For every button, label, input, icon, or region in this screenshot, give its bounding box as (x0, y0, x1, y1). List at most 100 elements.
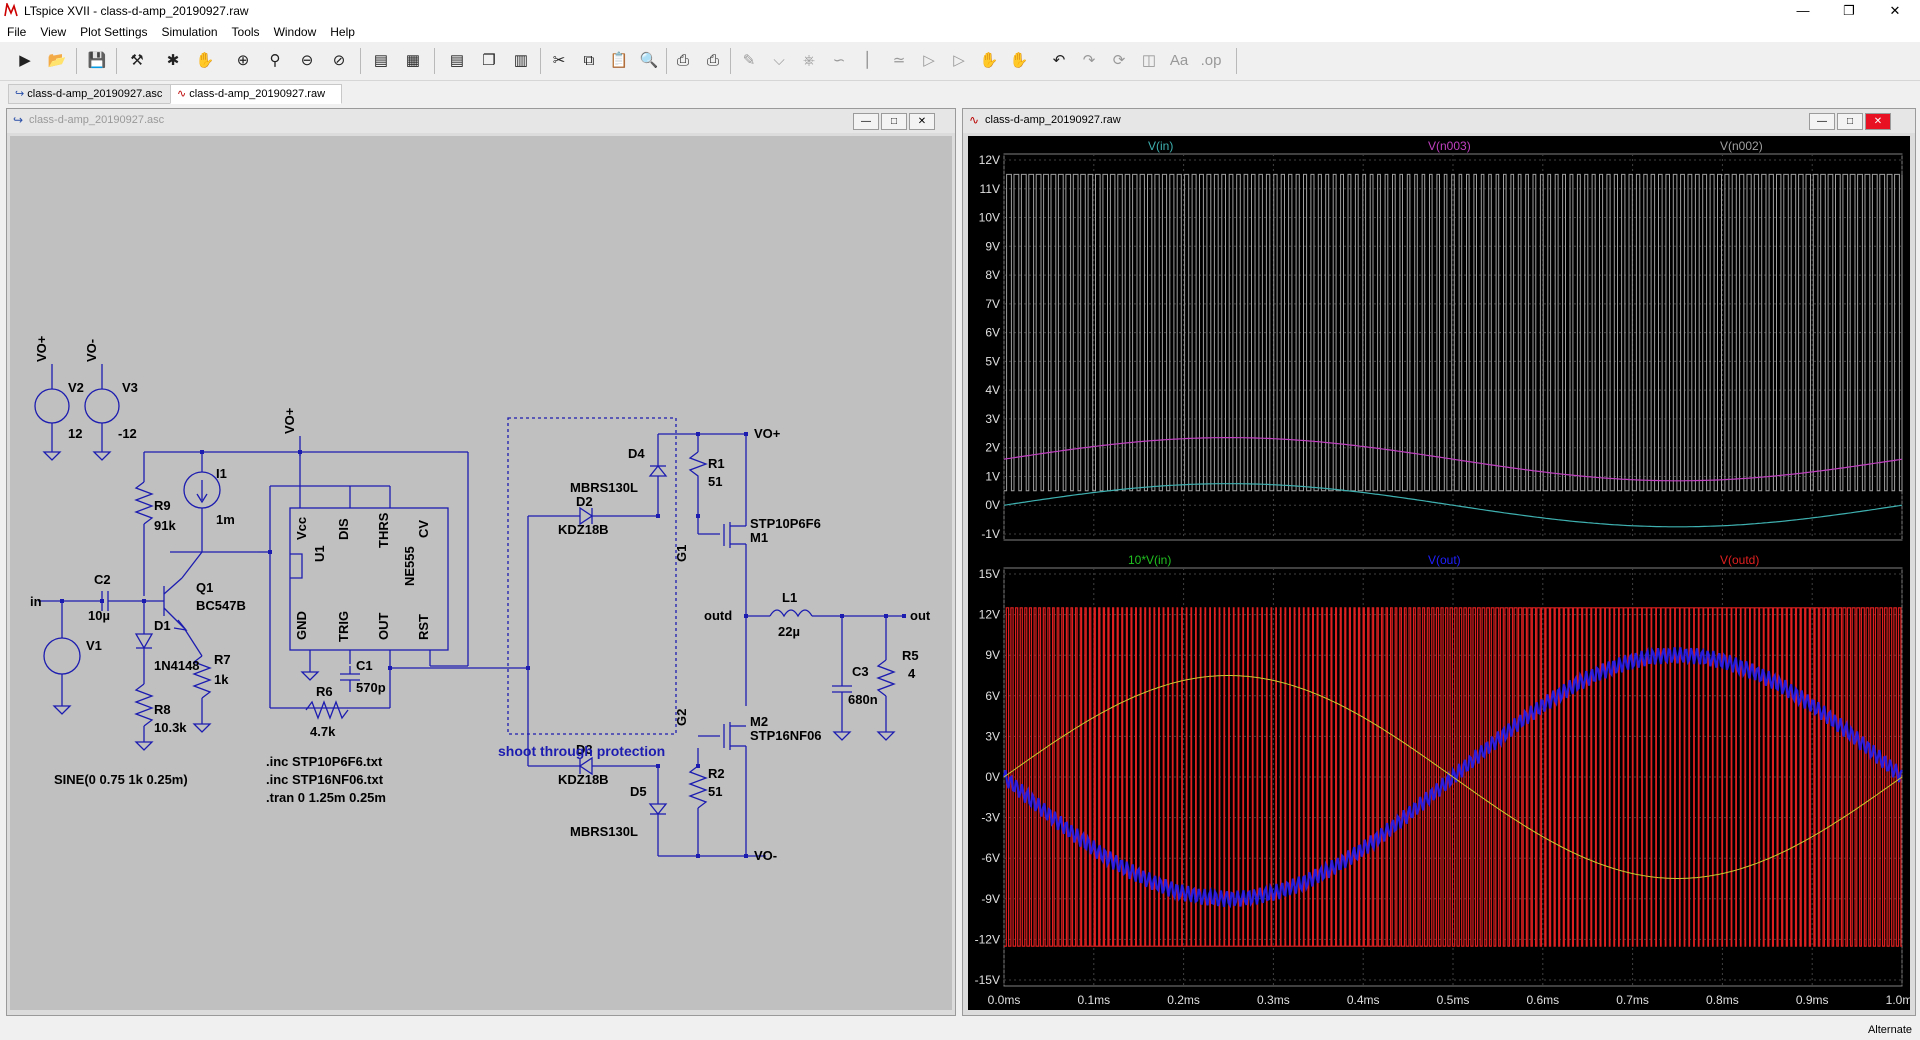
cut-icon[interactable]: ✂ (552, 52, 566, 69)
wire-icon[interactable]: ✎ (742, 52, 756, 69)
y-tick-label: 9V (985, 239, 1000, 253)
capacitor-icon[interactable]: ⎜ (865, 52, 873, 69)
zoom-out-icon[interactable]: ⊖ (300, 52, 314, 69)
trace-label-voutd[interactable]: V(outd) (1720, 553, 1759, 567)
label-d4: D4 (628, 446, 645, 461)
label-ne555: NE555 (402, 546, 417, 586)
label-d1-value: 1N4148 (154, 658, 200, 673)
label-kdz18b: KDZ18B (558, 522, 609, 537)
minimize-button[interactable]: — (1809, 113, 1835, 130)
run-icon[interactable]: ▶ (19, 52, 31, 69)
y-tick-label: 3V (985, 412, 1000, 426)
menu-simulation[interactable]: Simulation (161, 25, 218, 39)
menu-tools[interactable]: Tools (231, 25, 260, 39)
menu-file[interactable]: File (7, 25, 27, 39)
mirror-icon[interactable]: ◫ (1141, 52, 1157, 69)
autorange-icon[interactable]: ▤ (373, 52, 389, 69)
text-icon[interactable]: Aa (1169, 52, 1189, 69)
x-tick-label: 1.0ms (1886, 993, 1910, 1007)
close-button[interactable]: ✕ (1889, 3, 1901, 18)
label-c1-value: 570p (356, 680, 386, 695)
rotate-icon[interactable]: ⟳ (1112, 52, 1126, 69)
y-tick-label: -12V (975, 932, 1000, 946)
label-net-icon[interactable]: ⎈ (802, 52, 815, 69)
schematic-icon: ↪ (15, 88, 25, 100)
x-tick-label: 0.4ms (1347, 993, 1380, 1007)
y-tick-label: -15V (975, 973, 1000, 987)
move-hand-icon[interactable]: ✋ (979, 52, 999, 69)
maximize-button[interactable]: □ (881, 113, 907, 130)
x-tick-label: 0.8ms (1706, 993, 1739, 1007)
restore-button[interactable]: ❐ (1843, 3, 1855, 18)
run-sim-icon[interactable]: ✱ (166, 52, 180, 69)
zoom-fit-icon[interactable]: ⚲ (269, 52, 281, 69)
waveform-window-titlebar: ∿ class-d-amp_20190927.raw — □ ✕ (963, 109, 1915, 133)
label-vo-plus: VO+ (34, 335, 49, 362)
undo-icon[interactable]: ↶ (1052, 52, 1066, 69)
y-tick-label: 12V (979, 153, 1000, 167)
minimize-button[interactable]: — (853, 113, 879, 130)
window-title: LTspice XVII - class-d-amp_20190927.raw (24, 4, 249, 18)
close-button[interactable]: ✕ (909, 113, 935, 130)
print-setup-icon[interactable]: ⎙ (706, 52, 719, 69)
zoom-cancel-icon[interactable]: ⊘ (332, 52, 346, 69)
resistor-icon[interactable]: ∽ (832, 52, 846, 69)
schematic-icon: ↪ (13, 113, 24, 127)
label-d1: D1 (154, 618, 171, 633)
minimize-button[interactable]: — (1796, 3, 1810, 18)
schematic-canvas[interactable]: VO+ VO- VO+ V2 12 V3 -12 I1 1m R9 91k Q1… (10, 136, 952, 1010)
y-tick-label: -6V (981, 851, 1000, 865)
grid-icon[interactable]: ▦ (405, 52, 421, 69)
pan-hand-icon[interactable]: ✋ (195, 52, 215, 69)
trace-label-vn003[interactable]: V(n003) (1428, 139, 1471, 153)
cascade-icon[interactable]: ❐ (482, 52, 496, 69)
trace-voutd (1004, 607, 1902, 947)
tile-vertical-icon[interactable]: ▥ (513, 52, 529, 69)
trace-label-vout[interactable]: V(out) (1428, 553, 1461, 567)
paste-icon[interactable]: 📋 (609, 52, 629, 69)
menu-view[interactable]: View (40, 25, 67, 39)
label-r1-value: 51 (708, 474, 722, 489)
save-icon[interactable]: 💾 (87, 52, 107, 69)
y-tick-label: 15V (979, 567, 1000, 581)
redo-icon[interactable]: ↷ (1082, 52, 1096, 69)
ground-icon[interactable]: ⌵ (773, 52, 785, 69)
diode-icon[interactable]: ▷ (923, 52, 935, 69)
zoom-in-icon[interactable]: ⊕ (236, 52, 250, 69)
y-tick-label: 3V (985, 729, 1000, 743)
x-tick-label: 0.5ms (1437, 993, 1470, 1007)
control-panel-icon[interactable]: ⚒ (130, 52, 144, 69)
tile-horizontal-icon[interactable]: ▤ (449, 52, 465, 69)
trace-label-vn002[interactable]: V(n002) (1720, 139, 1763, 153)
schematic-window-titlebar: ↪ class-d-amp_20190927.asc — □ ✕ (7, 109, 955, 133)
close-button[interactable]: ✕ (1865, 113, 1891, 130)
print-icon[interactable]: ⎙ (676, 52, 689, 69)
open-folder-icon[interactable]: 📂 (47, 52, 67, 69)
copy-icon[interactable]: ⧉ (583, 52, 595, 69)
y-tick-label: 8V (985, 268, 1000, 282)
trace-label-vin[interactable]: V(in) (1148, 139, 1173, 153)
inductor-icon[interactable]: ≃ (892, 52, 906, 69)
component-icon[interactable]: ▷ (953, 52, 965, 69)
label-c3-value: 680n (848, 692, 878, 707)
label-g2: G2 (674, 709, 689, 726)
drag-hand-icon[interactable]: ✋ (1009, 52, 1029, 69)
label-i1-value: 1m (216, 512, 235, 527)
maximize-button[interactable]: □ (1837, 113, 1863, 130)
label-r9-value: 91k (154, 518, 176, 533)
trace-label-10vin[interactable]: 10*V(in) (1128, 553, 1171, 567)
spice-directive-icon[interactable]: .op (1200, 52, 1222, 69)
label-r9: R9 (154, 498, 171, 513)
tab-waveform[interactable]: ∿ class-d-amp_20190927.raw (170, 84, 342, 104)
trace-10vin (1003, 675, 1903, 879)
find-icon[interactable]: 🔍 (639, 52, 659, 69)
menu-plot-settings[interactable]: Plot Settings (80, 25, 148, 39)
menu-help[interactable]: Help (330, 25, 355, 39)
label-r7-value: 1k (214, 672, 229, 687)
menu-window[interactable]: Window (273, 25, 317, 39)
y-tick-label: 6V (985, 689, 1000, 703)
label-out: out (910, 608, 931, 623)
tab-schematic[interactable]: ↪ class-d-amp_20190927.asc (8, 84, 180, 104)
y-tick-label: 2V (985, 441, 1000, 455)
